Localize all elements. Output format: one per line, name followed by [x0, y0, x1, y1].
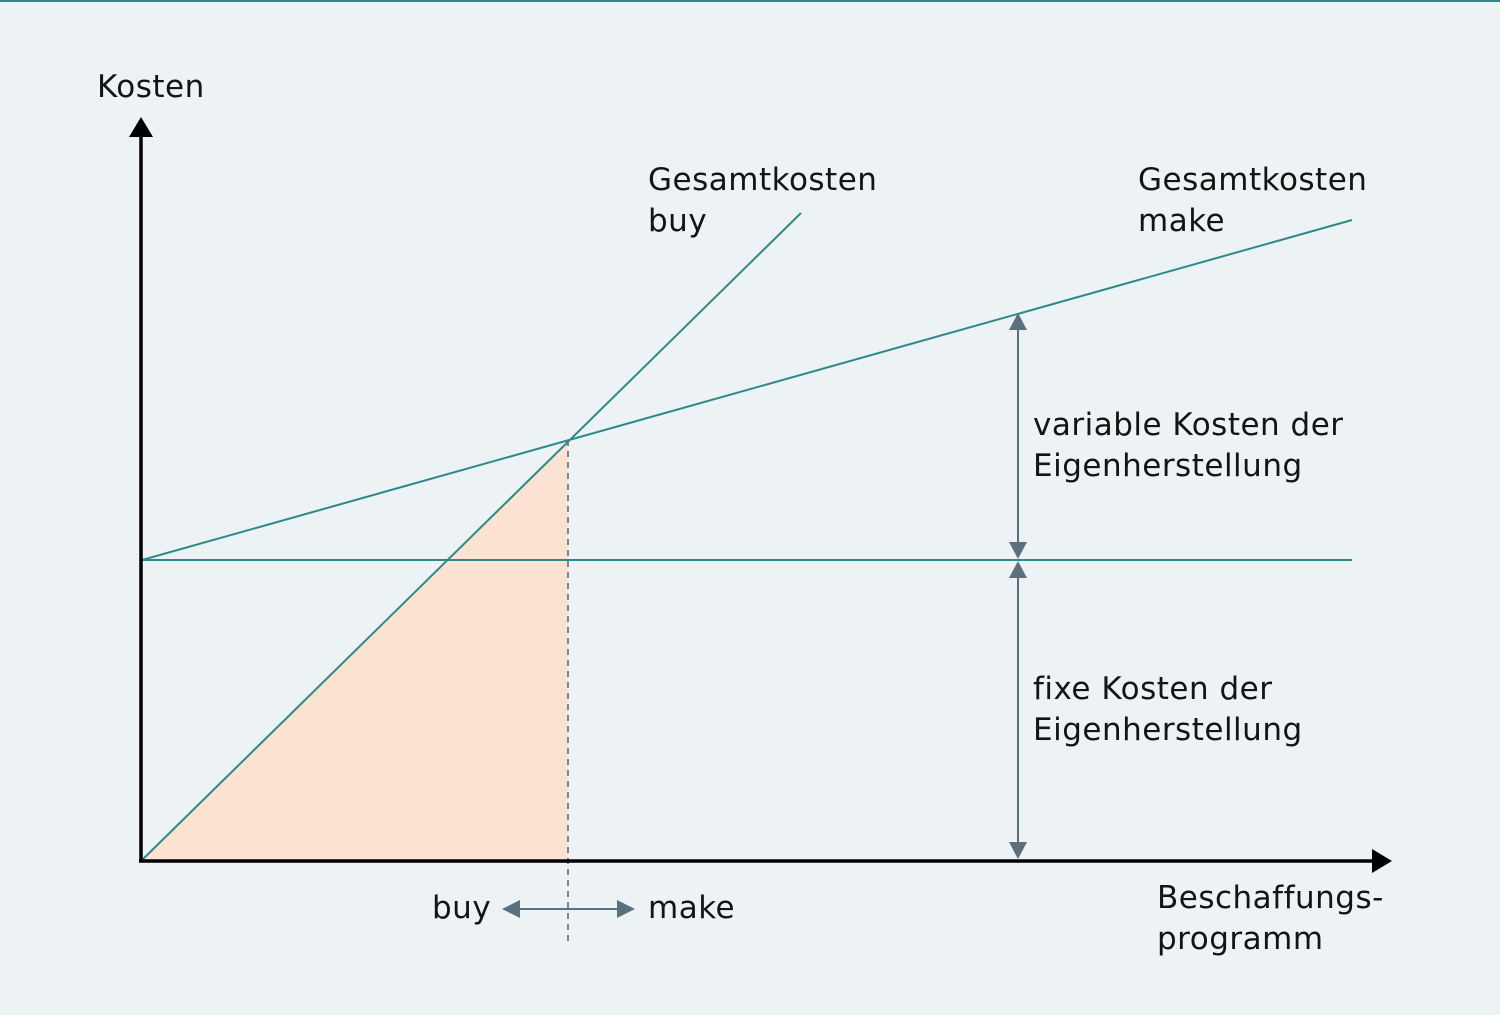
- x-axis-label-line1: Beschaffungs-: [1157, 880, 1384, 916]
- buy-total-cost-label: Gesamtkosten buy: [648, 160, 877, 242]
- fixed-cost-label-line1: fixe Kosten der: [1033, 671, 1273, 707]
- buy-label: buy: [432, 888, 491, 929]
- make-total-cost-label-line1: Gesamtkosten: [1138, 162, 1368, 198]
- y-axis-arrowhead: [129, 117, 153, 137]
- buy-make-arrow: [502, 900, 635, 918]
- make-label: make: [648, 888, 735, 929]
- make-total-cost-label-line2: make: [1138, 203, 1226, 239]
- fixed-cost-label-line2: Eigenherstellung: [1033, 712, 1303, 748]
- variable-cost-label: variable Kosten der Eigenherstellung: [1033, 405, 1344, 487]
- fixed-cost-arrow: [1009, 561, 1027, 859]
- x-axis-arrowhead: [1372, 849, 1392, 873]
- buy-total-cost-label-line1: Gesamtkosten: [648, 162, 878, 198]
- fixed-cost-label: fixe Kosten der Eigenherstellung: [1033, 669, 1303, 751]
- total-cost-make-line: [141, 219, 1353, 561]
- make-total-cost-label: Gesamtkosten make: [1138, 160, 1367, 242]
- total-cost-buy-line: [141, 212, 802, 861]
- x-axis-label-line2: programm: [1157, 921, 1324, 957]
- variable-cost-label-line2: Eigenherstellung: [1033, 448, 1303, 484]
- make-label-text: make: [648, 890, 736, 926]
- buy-label-text: buy: [432, 890, 492, 926]
- x-axis-label: Beschaffungs- programm: [1157, 878, 1384, 960]
- y-axis-label-text: Kosten: [97, 69, 205, 105]
- y-axis-label: Kosten: [97, 67, 205, 108]
- variable-cost-arrow: [1009, 313, 1027, 559]
- variable-cost-label-line1: variable Kosten der: [1033, 407, 1344, 443]
- buy-total-cost-label-line2: buy: [648, 203, 708, 239]
- top-rule: [0, 0, 1500, 2]
